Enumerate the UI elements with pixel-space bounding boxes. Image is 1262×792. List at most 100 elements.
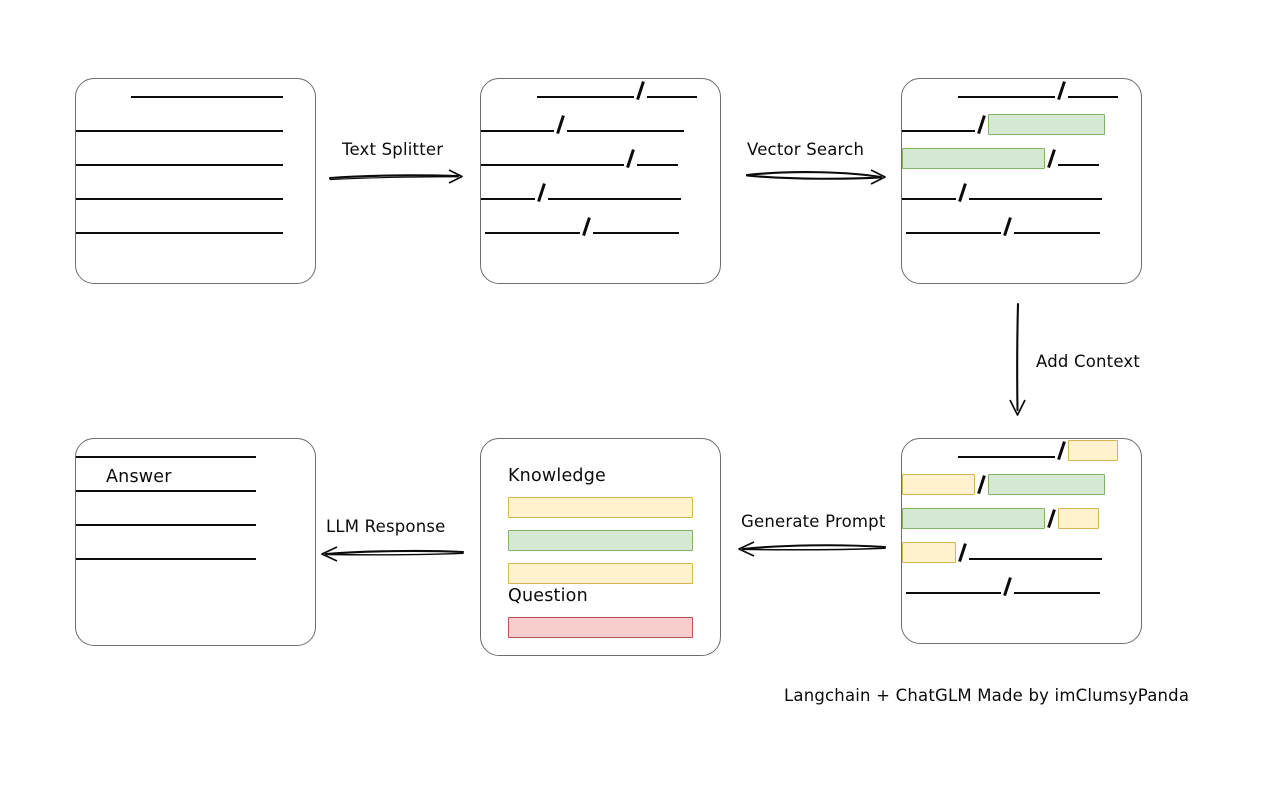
text-row (76, 439, 315, 461)
arrow-text-splitter-line (328, 169, 463, 184)
prompt-card[interactable]: Knowledge Question (480, 438, 721, 656)
arrow-generate-prompt-label: Generate Prompt (741, 512, 886, 531)
text-line (969, 558, 1102, 560)
text-line (593, 232, 679, 234)
text-line (76, 164, 283, 166)
text-line (1058, 164, 1099, 166)
arrow-generate-prompt-line (738, 541, 887, 557)
arrow-vector-search: Vector Search (745, 140, 890, 188)
chunk-green (988, 113, 1105, 135)
text-line (1014, 592, 1100, 594)
text-row (902, 113, 1141, 135)
knowledge-bar-yellow (508, 563, 693, 584)
text-row (902, 181, 1141, 203)
chunk-yellow (902, 473, 975, 495)
text-line (958, 456, 1055, 458)
slash-separator (956, 543, 969, 562)
text-row (902, 575, 1141, 597)
text-row (902, 147, 1141, 169)
split-document-card[interactable] (480, 78, 721, 284)
text-line (76, 232, 283, 234)
source-document-card[interactable] (75, 78, 316, 284)
arrow-text-splitter: Text Splitter (328, 140, 468, 188)
text-row (76, 215, 315, 237)
text-line (969, 198, 1102, 200)
slash-separator (1055, 81, 1068, 100)
text-line (76, 558, 256, 560)
arrow-vector-search-label: Vector Search (747, 140, 865, 159)
chunk-green (902, 507, 1045, 529)
answer-rows (76, 439, 315, 645)
text-row (481, 147, 720, 169)
text-row (902, 79, 1141, 101)
chunk-yellow (902, 541, 956, 563)
context-document-rows (902, 439, 1141, 643)
text-line (902, 130, 975, 132)
slash-separator (1001, 217, 1014, 236)
arrow-vector-search-line (745, 169, 886, 185)
matched-document-rows (902, 79, 1141, 283)
text-line (76, 490, 256, 492)
arrow-generate-prompt: Generate Prompt (737, 512, 887, 560)
slash-separator (580, 217, 593, 236)
text-line (485, 232, 580, 234)
text-line (76, 456, 256, 458)
question-label: Question (508, 586, 588, 606)
chunk-green (988, 473, 1105, 495)
slash-separator (975, 475, 988, 494)
credit-text: Langchain + ChatGLM Made by imClumsyPand… (784, 686, 1190, 705)
text-line (906, 232, 1001, 234)
matched-document-card[interactable] (901, 78, 1142, 284)
text-line (637, 164, 678, 166)
slash-separator (624, 149, 637, 168)
text-line (481, 164, 624, 166)
source-document-rows (76, 79, 315, 283)
text-row (76, 473, 315, 495)
text-row (902, 215, 1141, 237)
arrow-llm-response-line (321, 546, 465, 562)
text-line (902, 198, 956, 200)
answer-card[interactable]: Answer (75, 438, 316, 646)
chunk-green (902, 147, 1045, 169)
arrow-text-splitter-label: Text Splitter (342, 140, 444, 159)
text-row (76, 113, 315, 135)
knowledge-label: Knowledge (508, 466, 606, 486)
slash-separator (956, 183, 969, 202)
text-row (76, 507, 315, 529)
text-row (902, 507, 1141, 529)
arrow-add-context-line (1009, 302, 1026, 416)
context-document-card[interactable] (901, 438, 1142, 644)
text-line (481, 130, 554, 132)
text-line (1068, 96, 1118, 98)
chunk-yellow (1058, 507, 1099, 529)
text-row (902, 541, 1141, 563)
question-bar-red (508, 617, 693, 638)
arrow-llm-response: LLM Response (320, 517, 465, 565)
text-row (76, 79, 315, 101)
answer-label: Answer (106, 467, 172, 487)
text-row (481, 181, 720, 203)
text-line (76, 524, 256, 526)
text-line (958, 96, 1055, 98)
text-row (902, 439, 1141, 461)
slash-separator (554, 115, 567, 134)
text-line (481, 198, 535, 200)
knowledge-bar-green (508, 530, 693, 551)
slash-separator (975, 115, 988, 134)
text-row (902, 473, 1141, 495)
text-line (548, 198, 681, 200)
split-document-rows (481, 79, 720, 283)
text-row (76, 181, 315, 203)
slash-separator (1055, 441, 1068, 460)
arrow-add-context-label: Add Context (1036, 352, 1141, 371)
text-row (76, 541, 315, 563)
text-line (1014, 232, 1100, 234)
slash-separator (1045, 509, 1058, 528)
slash-separator (634, 81, 647, 100)
slash-separator (1001, 577, 1014, 596)
arrow-llm-response-label: LLM Response (326, 517, 446, 536)
text-line (567, 130, 684, 132)
slash-separator (535, 183, 548, 202)
slash-separator (1045, 149, 1058, 168)
